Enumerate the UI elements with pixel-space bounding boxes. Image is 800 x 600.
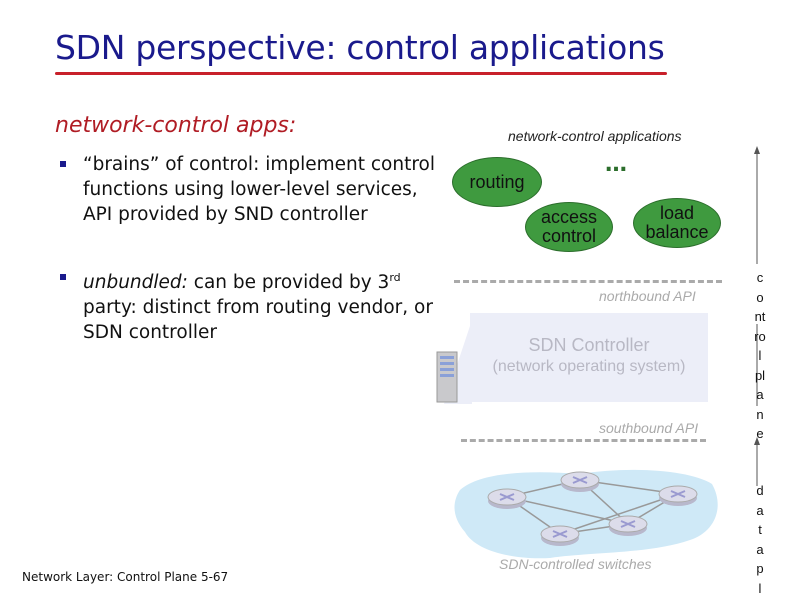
plane-letter: n [756, 406, 764, 422]
switch-network [454, 469, 718, 559]
plane-letter: o [756, 289, 764, 305]
bullet-unbundled: unbundled: can be provided by 3rd party:… [60, 265, 443, 345]
plane-letter: e [756, 426, 764, 441]
app-access-control: access control [525, 202, 613, 252]
bullet-marker [60, 274, 66, 280]
plane-arrows [754, 146, 760, 486]
apps-label: network-control applications [508, 128, 682, 144]
more-apps-ellipsis: … [605, 152, 629, 177]
southbound-divider [461, 439, 706, 442]
plane-letter: d [756, 483, 764, 498]
controller-title: SDN Controller [528, 335, 650, 355]
bullet-brains: “brains” of control: implement control f… [60, 152, 443, 227]
title-underline [55, 72, 667, 75]
plane-letter: pl [754, 367, 766, 383]
plane-letter: ro [754, 328, 766, 344]
plane-letter: p [756, 561, 764, 576]
northbound-divider [454, 280, 722, 283]
controller-subtitle: (network operating system) [492, 358, 686, 375]
plane-letter: l [758, 580, 762, 596]
plane-letter: t [758, 522, 762, 537]
app-load-balance: load balance [633, 198, 721, 248]
server-icon [436, 310, 472, 404]
bullet-marker [60, 161, 66, 167]
switch-icons [487, 471, 698, 546]
northbound-label: northbound API [599, 288, 696, 304]
slide-title: SDN perspective: control applications [55, 28, 665, 67]
app-routing: routing [452, 157, 542, 207]
southbound-label: southbound API [599, 420, 699, 436]
footer: Network Layer: Control Plane 5-67 [22, 570, 229, 584]
plane-letter: a [756, 387, 764, 402]
switches-label: SDN-controlled switches [499, 556, 652, 572]
subheading: network-control apps: [55, 113, 297, 138]
sdn-controller-box [470, 313, 708, 402]
plane-letter: l [758, 348, 762, 363]
plane-letter: nt [754, 309, 766, 324]
plane-letter: c [756, 270, 764, 285]
plane-letter: a [756, 502, 764, 518]
plane-letter: a [756, 541, 764, 557]
